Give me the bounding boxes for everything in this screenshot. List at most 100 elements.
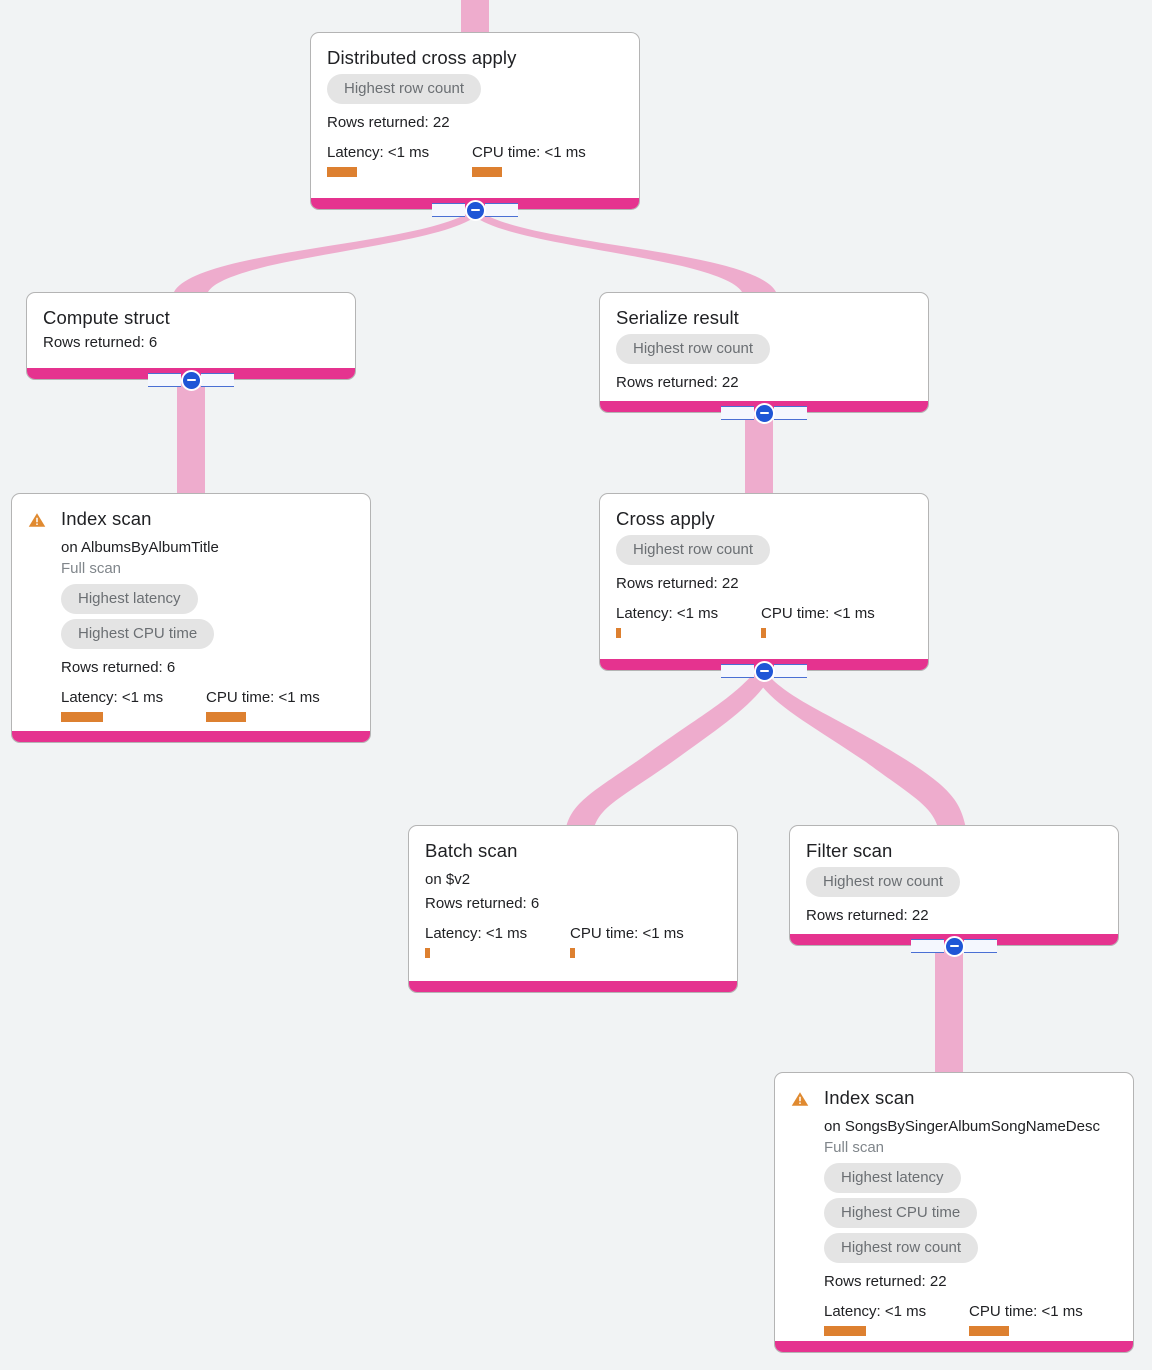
- node-target-label: on AlbumsByAlbumTitle: [61, 539, 219, 556]
- node-header: Compute struct: [43, 307, 339, 329]
- badge-list: Highest row count: [806, 867, 1102, 902]
- metrics-row: Latency: <1 ms CPU time: <1 ms: [425, 925, 721, 958]
- status-badge: Highest CPU time: [824, 1198, 978, 1228]
- latency-metric: Latency: <1 ms: [327, 144, 472, 177]
- cpu-time-label: CPU time: <1 ms: [761, 605, 875, 622]
- status-badge: Highest row count: [616, 535, 771, 565]
- collapse-toggle-serialize-result[interactable]: [721, 402, 807, 424]
- latency-metric: Latency: <1 ms: [425, 925, 570, 958]
- status-badge: Highest latency: [824, 1163, 961, 1193]
- minus-icon[interactable]: [753, 402, 775, 424]
- node-header: Filter scan: [806, 840, 1102, 862]
- latency-bar: [327, 167, 357, 177]
- node-title: Batch scan: [425, 840, 518, 861]
- rows-returned-label: Rows returned: 6: [61, 659, 176, 676]
- latency-label: Latency: <1 ms: [61, 689, 164, 706]
- latency-label: Latency: <1 ms: [824, 1303, 927, 1320]
- toggle-rail-right: [774, 664, 807, 678]
- node-scan-type: Full scan: [61, 560, 122, 577]
- cpu-time-metric: CPU time: <1 ms: [761, 605, 875, 638]
- node-accent-bar: [12, 731, 370, 742]
- node-title: Distributed cross apply: [327, 47, 517, 68]
- minus-icon[interactable]: [943, 935, 965, 957]
- plan-node-index-scan-songs[interactable]: Index scan on SongsBySingerAlbumSongNameD…: [774, 1072, 1134, 1353]
- cpu-time-bar: [472, 167, 502, 177]
- status-badge: Highest row count: [616, 334, 771, 364]
- node-title: Index scan: [61, 508, 152, 529]
- latency-label: Latency: <1 ms: [616, 605, 719, 622]
- latency-bar: [616, 628, 621, 638]
- cpu-time-bar: [206, 712, 246, 722]
- node-scan-type: Full scan: [824, 1139, 885, 1156]
- badge-list: Highest row count: [327, 74, 623, 109]
- latency-label: Latency: <1 ms: [425, 925, 528, 942]
- collapse-toggle-distributed-cross-apply[interactable]: [432, 199, 518, 221]
- toggle-rail-left: [721, 406, 754, 420]
- collapse-toggle-cross-apply[interactable]: [721, 660, 807, 682]
- node-details: Rows returned: 6: [43, 333, 339, 353]
- status-badge: Highest row count: [806, 867, 961, 897]
- cpu-time-metric: CPU time: <1 ms: [472, 144, 586, 177]
- node-header: Index scan: [791, 1087, 1117, 1109]
- rows-returned-label: Rows returned: 22: [327, 114, 450, 131]
- node-accent-bar: [409, 981, 737, 992]
- rows-returned-label: Rows returned: 6: [43, 334, 158, 351]
- cpu-time-bar: [969, 1326, 1009, 1336]
- toggle-rail-right: [201, 373, 234, 387]
- status-badge: Highest row count: [327, 74, 482, 104]
- latency-metric: Latency: <1 ms: [616, 605, 761, 638]
- toggle-rail-right: [774, 406, 807, 420]
- cpu-time-metric: CPU time: <1 ms: [206, 689, 320, 722]
- toggle-rail-left: [911, 939, 944, 953]
- cpu-time-bar: [570, 948, 575, 958]
- node-header: Serialize result: [616, 307, 912, 329]
- warning-triangle-icon: [28, 511, 46, 529]
- rows-returned-label: Rows returned: 22: [616, 575, 739, 592]
- minus-icon[interactable]: [753, 660, 775, 682]
- minus-icon[interactable]: [180, 369, 202, 391]
- cpu-time-bar: [761, 628, 766, 638]
- node-header: Index scan: [28, 508, 354, 530]
- collapse-toggle-compute-struct[interactable]: [148, 369, 234, 391]
- minus-icon[interactable]: [464, 199, 486, 221]
- node-content: Index scan on SongsBySingerAlbumSongNameD…: [775, 1073, 1133, 1346]
- node-title: Cross apply: [616, 508, 715, 529]
- rows-returned-label: Rows returned: 22: [824, 1273, 947, 1290]
- latency-bar: [61, 712, 103, 722]
- latency-label: Latency: <1 ms: [327, 144, 430, 161]
- node-target-label: on SongsBySingerAlbumSongNameDesc: [824, 1118, 1100, 1135]
- toggle-rail-left: [721, 664, 754, 678]
- collapse-toggle-filter-scan[interactable]: [911, 935, 997, 957]
- cpu-time-metric: CPU time: <1 ms: [570, 925, 684, 958]
- rows-returned-label: Rows returned: 6: [425, 895, 540, 912]
- toggle-rail-right: [485, 203, 518, 217]
- node-title: Serialize result: [616, 307, 739, 328]
- status-badge: Highest CPU time: [61, 619, 215, 649]
- node-title: Filter scan: [806, 840, 893, 861]
- status-badge: Highest row count: [824, 1233, 979, 1263]
- cpu-time-label: CPU time: <1 ms: [969, 1303, 1083, 1320]
